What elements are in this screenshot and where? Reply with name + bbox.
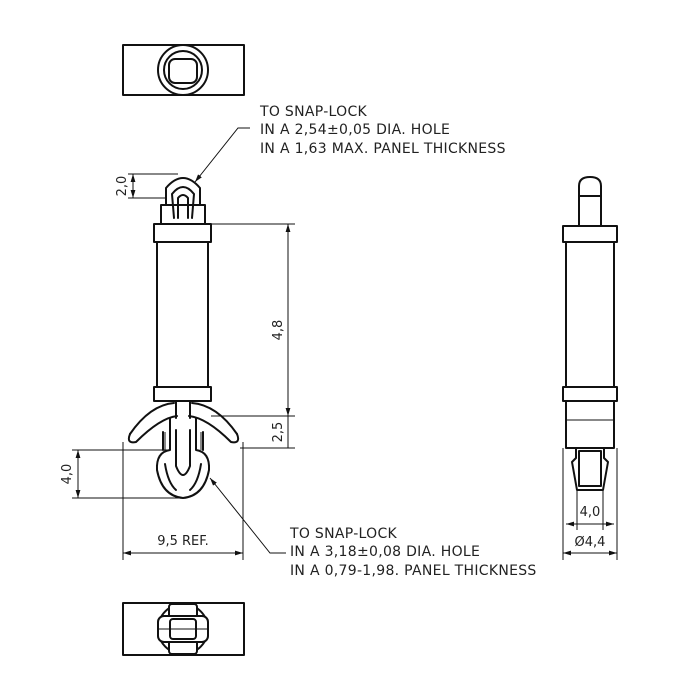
dim-wing-span: 9,5 REF. — [157, 534, 209, 549]
top-note: TO SNAP-LOCK IN A 2,54±0,05 DIA. HOLE IN… — [259, 104, 506, 157]
dim-top-tip-height: 2,0 — [115, 176, 130, 197]
dim-body-length: 4,8 — [271, 320, 286, 341]
dim-side-tip-width: 4,0 — [580, 505, 601, 520]
bottom-note-line-3: IN A 0,79-1,98. PANEL THICKNESS — [290, 563, 537, 579]
top-note-line-2: IN A 2,54±0,05 DIA. HOLE — [260, 122, 450, 138]
top-note-line-1: TO SNAP-LOCK — [259, 104, 368, 120]
front-view — [127, 177, 240, 499]
bottom-view — [122, 602, 245, 656]
side-view — [562, 176, 618, 491]
bottom-note: TO SNAP-LOCK IN A 3,18±0,08 DIA. HOLE IN… — [289, 526, 537, 579]
bottom-note-line-1: TO SNAP-LOCK — [289, 526, 398, 542]
dimension-lines — [72, 173, 618, 560]
top-note-line-3: IN A 1,63 MAX. PANEL THICKNESS — [260, 141, 506, 157]
bottom-note-line-2: IN A 3,18±0,08 DIA. HOLE — [290, 544, 480, 560]
top-view — [122, 44, 245, 96]
dim-side-diameter: Ø4,4 — [575, 535, 606, 550]
leader-lines — [194, 127, 286, 554]
dim-base-height: 2,5 — [271, 422, 286, 443]
dim-bottom-tip-height: 4,0 — [60, 464, 75, 485]
